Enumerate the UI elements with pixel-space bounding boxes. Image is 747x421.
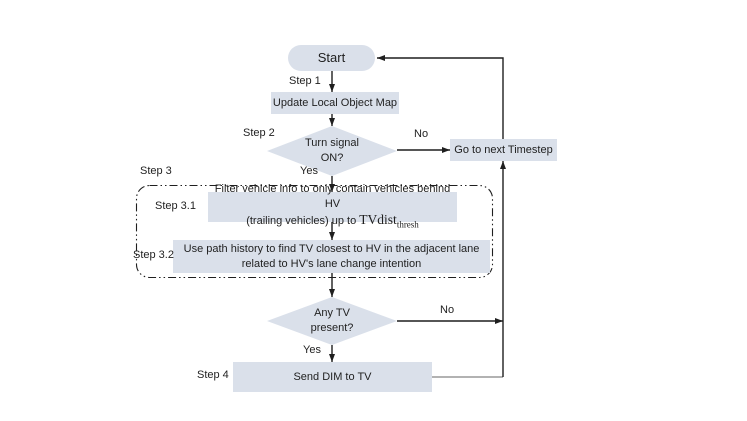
update-map-label: Update Local Object Map	[272, 97, 398, 109]
update-local-object-map-node: Update Local Object Map	[271, 92, 399, 114]
step3-1-label: Step 3.1	[155, 200, 196, 212]
tvdist-base: TVdist	[359, 211, 397, 227]
go-to-next-timestep-node: Go to next Timestep	[450, 139, 557, 161]
filter-line1: Filter vehicle info to only contain vehi…	[214, 182, 451, 210]
step3-group-border	[135, 184, 494, 279]
step1-label: Step 1	[289, 75, 321, 87]
yes-branch-bottom-label: Yes	[303, 344, 321, 356]
filter-vehicle-info-node: Filter vehicle info to only contain vehi…	[208, 183, 457, 229]
turn-signal-line1: Turn signal	[304, 137, 359, 149]
step4-label: Step 4	[197, 369, 229, 381]
start-node: Start	[288, 45, 375, 71]
step3-2-label: Step 3.2	[133, 249, 174, 261]
connector-nexttimestep-to-start	[377, 55, 504, 139]
next-timestep-label: Go to next Timestep	[454, 144, 553, 156]
yes-branch-top-label: Yes	[300, 165, 318, 177]
tvdist-subscript: thresh	[396, 219, 419, 230]
turn-signal-line2: ON?	[320, 152, 344, 164]
any-tv-line1: Any TV	[314, 307, 350, 319]
any-tv-line2: present?	[310, 322, 354, 334]
step3-label: Step 3	[140, 165, 172, 177]
filter-line2-prefix: (trailing vehicles) up to	[246, 214, 360, 227]
filter-line2: (trailing vehicles) up to TVdistthresh	[246, 212, 419, 233]
send-dim-label: Send DIM to TV	[293, 371, 372, 383]
path-history-node: Use path history to find TV closest to H…	[173, 240, 490, 273]
step2-label: Step 2	[243, 127, 275, 139]
path-history-label: Use path history to find TV closest to H…	[183, 242, 480, 270]
no-branch-bottom-label: No	[440, 304, 455, 316]
tvdist-formula: TVdistthresh	[359, 211, 419, 230]
send-dim-node: Send DIM to TV	[233, 362, 432, 392]
start-label: Start	[317, 50, 346, 65]
no-branch-top-label: No	[414, 128, 429, 140]
